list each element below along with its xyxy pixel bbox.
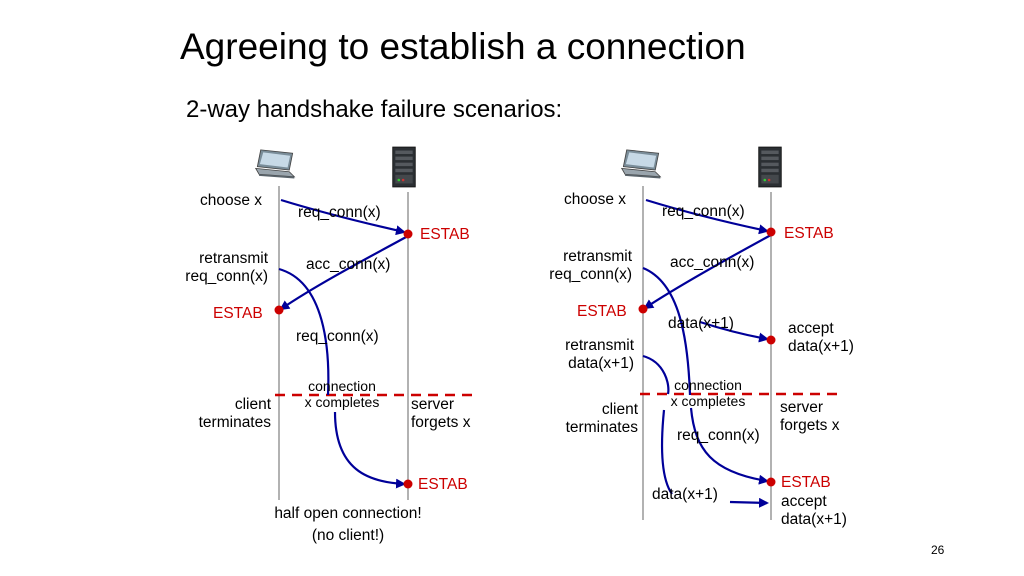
estab-label: ESTAB [781, 474, 831, 491]
laptop-icon [621, 149, 661, 179]
req-conn-label: req_conn(x) [677, 427, 760, 444]
choose-label: choose x [564, 191, 627, 208]
req-conn-label: req_conn(x) [662, 203, 745, 220]
retransmit-req-curve [642, 266, 692, 396]
completes-label: connection x completes [304, 378, 380, 411]
acc-conn-arrow [643, 234, 772, 310]
estab-label: ESTAB [784, 225, 834, 242]
estab-dot [274, 305, 284, 315]
req-conn-label: req_conn(x) [298, 204, 381, 221]
right-scenario [621, 146, 842, 520]
laptop-icon [255, 149, 295, 179]
req-conn-arrow [645, 198, 769, 235]
delayed-data-curve [660, 409, 673, 495]
client-terminates-label: client terminates [198, 396, 271, 431]
req-conn-label: req_conn(x) [296, 328, 379, 345]
data-label: data(x+1) [652, 486, 718, 503]
data-arrow [699, 320, 769, 343]
estab-dot [766, 227, 776, 237]
page-number: 26 [931, 543, 945, 557]
acc-conn-label: acc_conn(x) [306, 256, 391, 273]
estab-label: ESTAB [577, 303, 627, 320]
server-icon [392, 146, 416, 188]
estab-dot [403, 479, 413, 489]
accept-label: accept data(x+1) [781, 493, 847, 528]
acc-conn-arrow [279, 235, 409, 311]
estab-label: ESTAB [213, 305, 263, 322]
server-forgets-label: server forgets x [780, 399, 840, 434]
accept-label: accept data(x+1) [788, 320, 854, 355]
delayed-req-arrow [333, 411, 406, 489]
completes-label: connection x completes [670, 377, 746, 410]
slide-title: Agreeing to establish a connection [180, 26, 746, 67]
retransmit-req-curve [278, 267, 330, 396]
data-arrow [729, 497, 769, 508]
slide-subtitle: 2-way handshake failure scenarios: [186, 96, 563, 123]
retransmit-data-label: retransmit data(x+1) [565, 337, 634, 372]
retransmit-label: retransmit req_conn(x) [549, 248, 632, 283]
choose-label: choose x [200, 192, 263, 209]
client-terminates-label: client terminates [565, 401, 638, 436]
estab-dot [638, 304, 648, 314]
estab-label: ESTAB [418, 476, 468, 493]
retransmit-label: retransmit req_conn(x) [185, 250, 268, 285]
estab-dot [766, 477, 776, 487]
req-conn-arrow [280, 198, 406, 236]
half-open-caption: half open connection! (no client!) [274, 505, 422, 544]
acc-conn-label: acc_conn(x) [670, 254, 755, 271]
server-forgets-label: server forgets x [411, 396, 471, 431]
delayed-req-arrow [689, 407, 769, 485]
retransmit-data-curve [642, 354, 670, 395]
accept-dot [766, 335, 776, 345]
estab-dot [403, 229, 413, 239]
server-icon [758, 146, 782, 188]
estab-label: ESTAB [420, 226, 470, 243]
data-label: data(x+1) [668, 315, 734, 332]
left-scenario [255, 146, 478, 500]
